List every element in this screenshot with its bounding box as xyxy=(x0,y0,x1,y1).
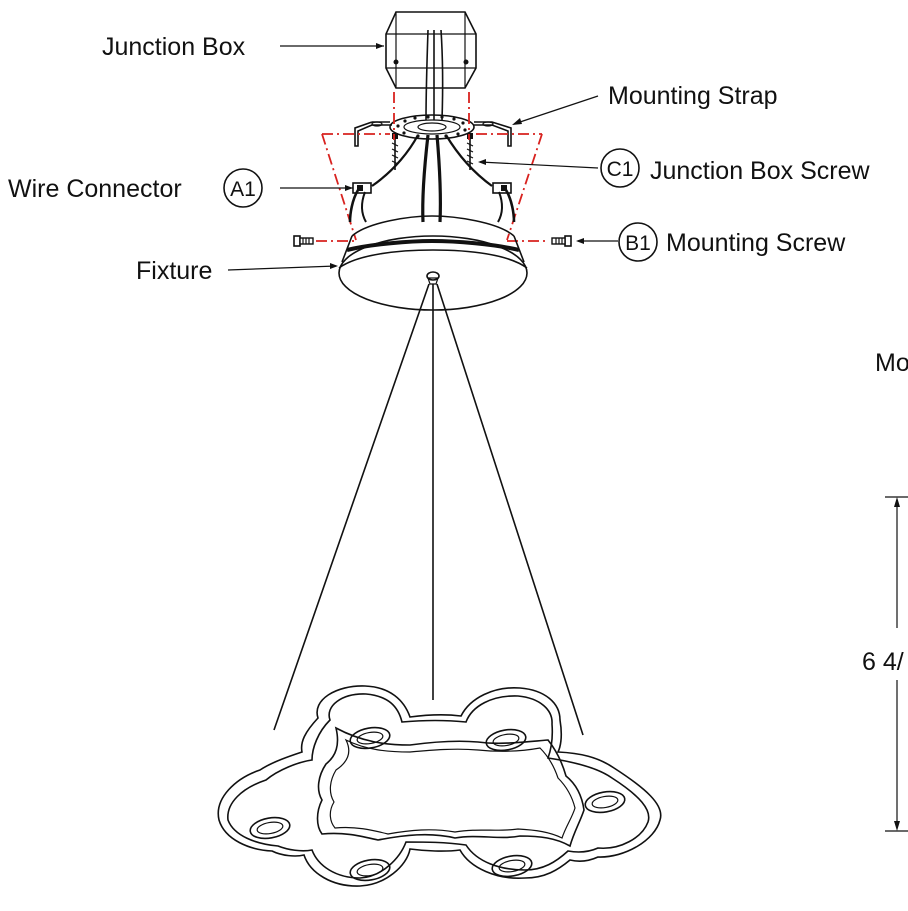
junction-box-screw-label: Junction Box Screw xyxy=(650,157,870,185)
suspension-cables xyxy=(273,283,584,736)
supply-wires xyxy=(348,134,516,223)
pendant-ring xyxy=(217,685,662,887)
junction-box-screw-right xyxy=(466,133,474,170)
wire-connector-label: Wire Connector xyxy=(8,175,182,203)
leader-lines xyxy=(227,43,618,271)
callout-c1: C1 xyxy=(600,148,640,188)
svg-text:A1: A1 xyxy=(230,178,256,201)
svg-text:B1: B1 xyxy=(625,232,651,255)
callout-b1: B1 xyxy=(618,222,658,262)
fixture-label: Fixture xyxy=(136,257,212,285)
mounting-screw-right xyxy=(551,235,572,247)
cut-off-label: Mo xyxy=(875,349,908,377)
alignment-guides xyxy=(316,92,548,242)
callout-a1: A1 xyxy=(223,168,263,208)
mounting-strap xyxy=(354,114,512,147)
dimension-value: 6 4/ xyxy=(862,648,904,676)
junction-box-label: Junction Box xyxy=(102,33,246,61)
wire-connector-right xyxy=(492,182,512,194)
dimension-line xyxy=(885,496,908,832)
mounting-screw-label: Mounting Screw xyxy=(666,229,846,257)
mounting-screw-left xyxy=(293,235,314,247)
lamp-shade xyxy=(249,726,626,882)
junction-box-screw-left xyxy=(391,133,399,170)
mounting-strap-label: Mounting Strap xyxy=(608,82,778,110)
junction-box xyxy=(385,11,477,121)
svg-text:C1: C1 xyxy=(607,158,634,181)
